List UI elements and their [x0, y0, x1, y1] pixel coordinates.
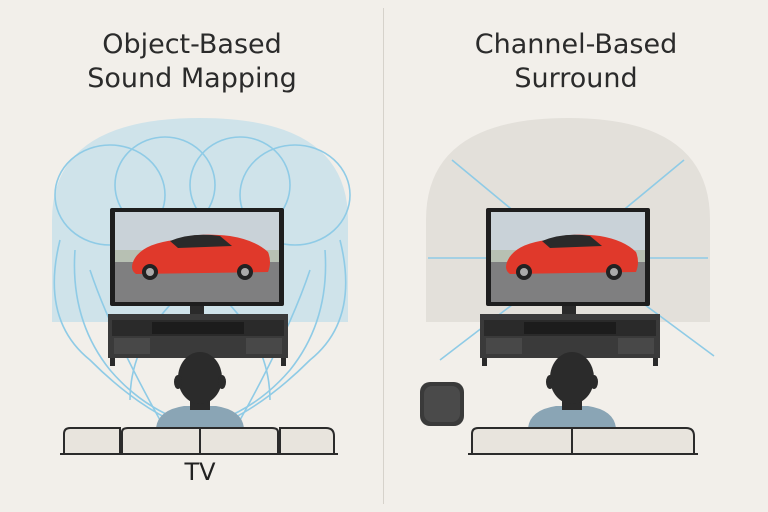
- television: [486, 208, 650, 314]
- tv-caption: TV: [184, 458, 216, 486]
- object-based-illustration: [52, 118, 351, 455]
- tv-stand: [108, 314, 288, 366]
- viewer-silhouette: [156, 352, 244, 428]
- red-car-image: [132, 234, 270, 280]
- television: [110, 208, 284, 314]
- object-based-title: Object-Based Sound Mapping: [0, 28, 384, 96]
- viewer-silhouette: [528, 352, 616, 428]
- channel-based-title-line2: Surround: [514, 63, 638, 94]
- channel-based-title: Channel-Based Surround: [384, 28, 768, 96]
- channel-based-panel: Channel-Based Surround: [384, 0, 768, 512]
- object-based-title-line2: Sound Mapping: [87, 63, 297, 94]
- sofa: [60, 427, 338, 455]
- panel-divider: [383, 8, 384, 504]
- channel-based-title-line1: Channel-Based: [474, 29, 678, 60]
- object-based-title-line1: Object-Based: [102, 29, 282, 60]
- channel-based-illustration: [420, 118, 715, 455]
- rear-speaker: [420, 382, 464, 426]
- red-car-image: [506, 234, 638, 280]
- tv-stand: [480, 314, 660, 366]
- sofa: [468, 427, 698, 455]
- object-based-panel: Object-Based Sound Mapping TV: [0, 28, 384, 486]
